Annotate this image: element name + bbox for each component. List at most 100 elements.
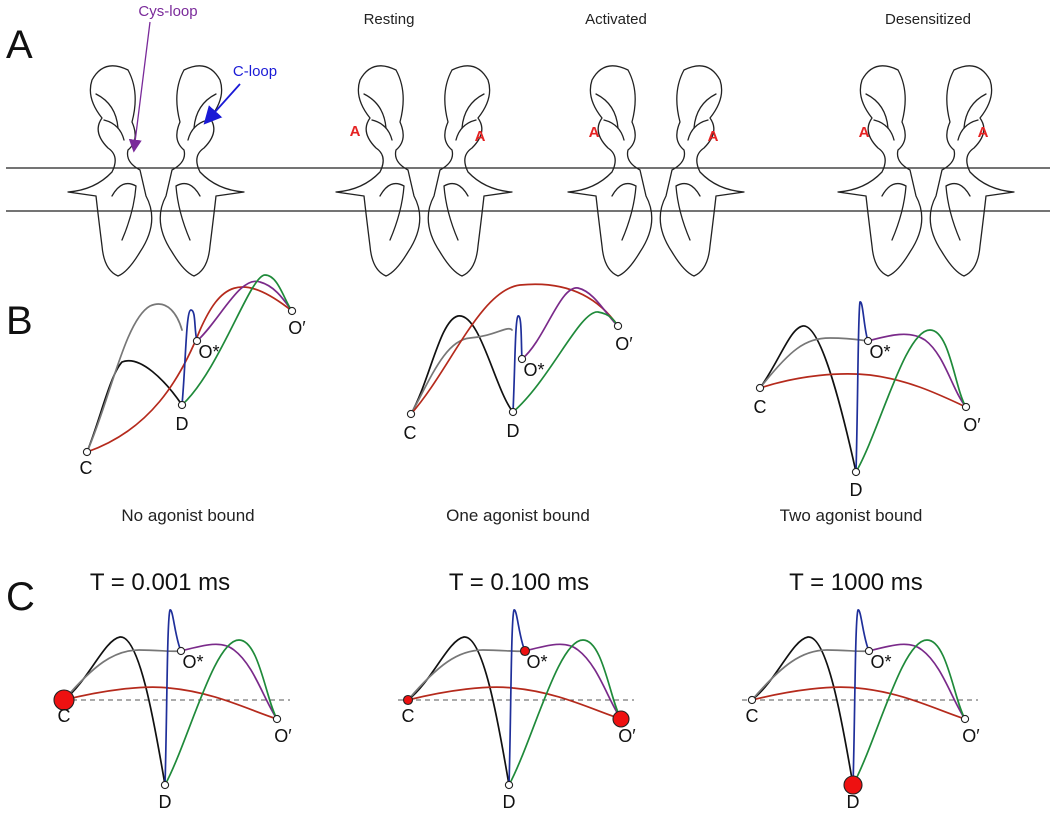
label-closed: C [58,706,71,726]
agonist-marker-desensitized-left: A [859,124,870,141]
node-open-prime [612,710,630,728]
node-closed [755,383,765,393]
node-desensitized [508,407,518,417]
path-c-to-oprime-red [410,283,619,415]
agonist-marker-activated-right: A [708,128,719,145]
path-ostar-to-oprime-purple [524,643,622,720]
label-open-star: O* [869,342,890,362]
label-open-prime: O′ [615,334,633,354]
panel-a-letter: A [6,23,33,67]
time-label-1: T = 0.001 ms [90,569,230,596]
cys-loop-arrow [128,21,151,153]
path-c-to-d-black [759,325,857,473]
receptor-schematic-unlabeled [67,65,245,277]
node-closed [402,694,414,706]
path-d-to-ostar-blue [855,301,869,473]
path-c-to-d-black [410,315,514,415]
c-loop-label: C-loop [233,63,277,80]
path-c-grey [63,649,182,701]
agonist-marker-activated-left: A [589,124,600,141]
node-desensitized [177,400,187,410]
label-open-star: O* [870,652,891,672]
landscape-no-agonist: C D O* O′ [80,274,306,478]
node-open-prime [961,402,971,412]
path-ostar-to-oprime-purple [196,280,293,342]
label-desensitized: D [503,792,516,812]
path-d-to-ostar-blue [181,309,198,406]
path-c-grey [86,303,183,453]
state-title-desensitized: Desensitized [885,11,971,28]
path-c-grey [407,649,526,701]
agonist-marker-resting-right: A [475,128,486,145]
node-open-star [519,645,531,657]
path-d-to-ostar-blue [852,609,870,786]
label-desensitized: D [176,414,189,434]
path-d-to-ostar-blue [512,315,523,413]
landscape-t2: C D O* O′ [398,609,636,812]
node-open-star [864,646,874,656]
receptor-schematic-activated [567,65,745,277]
label-desensitized: D [507,421,520,441]
node-open-prime [272,714,282,724]
receptor-schematic-desensitized [837,65,1015,277]
path-d-to-oprime-green [852,639,966,786]
landscape-t1: CDO*O′ [53,609,292,812]
path-c-grey [751,649,870,701]
caption-one-agonist: One agonist bound [446,506,590,525]
path-c-grey [410,327,513,415]
path-ostar-to-oprime-purple [521,287,619,360]
label-desensitized: D [850,480,863,500]
landscape-one-agonist: C D O* O′ [404,283,633,443]
path-ostar-to-oprime-purple [867,333,967,408]
path-c-to-oprime-red [407,686,622,720]
path-c-to-d-black [407,636,510,786]
path-c-to-oprime-red [86,286,293,453]
node-closed [406,409,416,419]
energy-landscapes-c: CDO*O′CDO*O′CDO*O′ [53,609,980,812]
path-c-to-d-black [751,636,854,786]
path-ostar-to-oprime-purple [180,643,278,720]
receptor-schematic-resting [335,65,513,277]
caption-two-agonist: Two agonist bound [780,506,923,525]
path-c-to-d-black [86,359,183,453]
label-open-star: O* [198,342,219,362]
node-closed [747,695,757,705]
cys-loop-label: Cys-loop [138,3,197,20]
panel-b-letter: B [6,299,33,343]
label-desensitized: D [847,792,860,812]
state-title-activated: Activated [585,11,647,28]
node-desensitized [851,467,861,477]
path-d-to-oprime-green [508,639,622,786]
node-desensitized [160,780,170,790]
label-closed: C [746,706,759,726]
path-c-to-d-black [63,636,166,786]
node-open-prime [960,714,970,724]
path-d-to-oprime-green [512,311,619,413]
label-closed: C [754,397,767,417]
path-d-to-oprime-green [181,274,293,406]
node-desensitized [504,780,514,790]
label-open-star: O* [526,652,547,672]
label-closed: C [80,458,93,478]
node-closed [82,447,92,457]
label-open-prime: O′ [288,318,306,338]
label-open-star: O* [523,360,544,380]
node-open-star [863,336,873,346]
label-open-prime: O′ [618,726,636,746]
agonist-marker-resting-left: A [350,123,361,140]
landscape-two-agonist: CDO*O′ [754,301,981,500]
path-d-to-oprime-green [855,329,967,473]
landscape-t3: CDO*O′ [742,609,980,812]
node-open-prime [287,306,297,316]
label-closed: C [402,706,415,726]
path-c-to-oprime-red [63,686,278,720]
path-d-to-ostar-blue [164,609,182,786]
path-c-to-oprime-red [751,686,966,720]
state-title-resting: Resting [364,11,415,28]
node-open-star [517,354,527,364]
time-label-2: T = 0.100 ms [449,569,589,596]
node-open-prime [613,321,623,331]
label-closed: C [404,423,417,443]
